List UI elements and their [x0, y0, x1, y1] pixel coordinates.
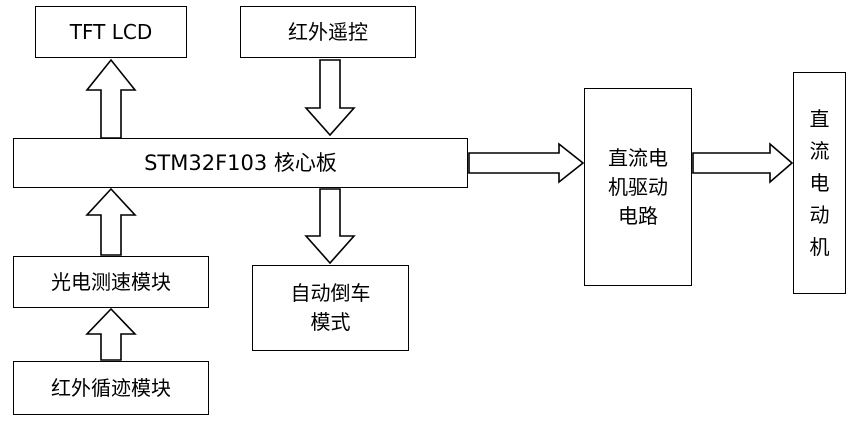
arrow-driver-to-motor: [692, 142, 794, 184]
arrow-core-to-driver: [468, 142, 585, 184]
ir-tracking-label: 红外循迹模块: [51, 375, 171, 400]
dc-motor-label: 直流电动机: [809, 107, 830, 259]
photo-speed-label: 光电测速模块: [51, 269, 171, 294]
ir-remote-block: 红外遥控: [240, 6, 416, 58]
arrow-speed-to-core: [85, 187, 137, 256]
auto-reverse-label: 自动倒车 模式: [290, 281, 371, 334]
arrow-remote-to-core: [304, 59, 356, 137]
dc-motor-driver-label: 直流电 机驱动 电路: [608, 145, 668, 228]
arrow-tracking-to-speed: [85, 307, 137, 361]
photo-speed-block: 光电测速模块: [13, 256, 209, 308]
auto-reverse-block: 自动倒车 模式: [252, 265, 409, 351]
tft-lcd-block: TFT LCD: [35, 6, 187, 58]
core-board-block: STM32F103 核心板: [13, 138, 468, 188]
arrow-core-to-reverse: [304, 188, 356, 265]
tft-lcd-label: TFT LCD: [69, 19, 153, 44]
dc-motor-block: 直流电动机: [793, 72, 846, 294]
dc-motor-driver-block: 直流电 机驱动 电路: [584, 88, 692, 286]
ir-remote-label: 红外遥控: [288, 19, 368, 44]
ir-tracking-block: 红外循迹模块: [13, 361, 209, 415]
core-board-label: STM32F103 核心板: [144, 150, 337, 175]
arrow-core-to-tft: [85, 58, 137, 139]
